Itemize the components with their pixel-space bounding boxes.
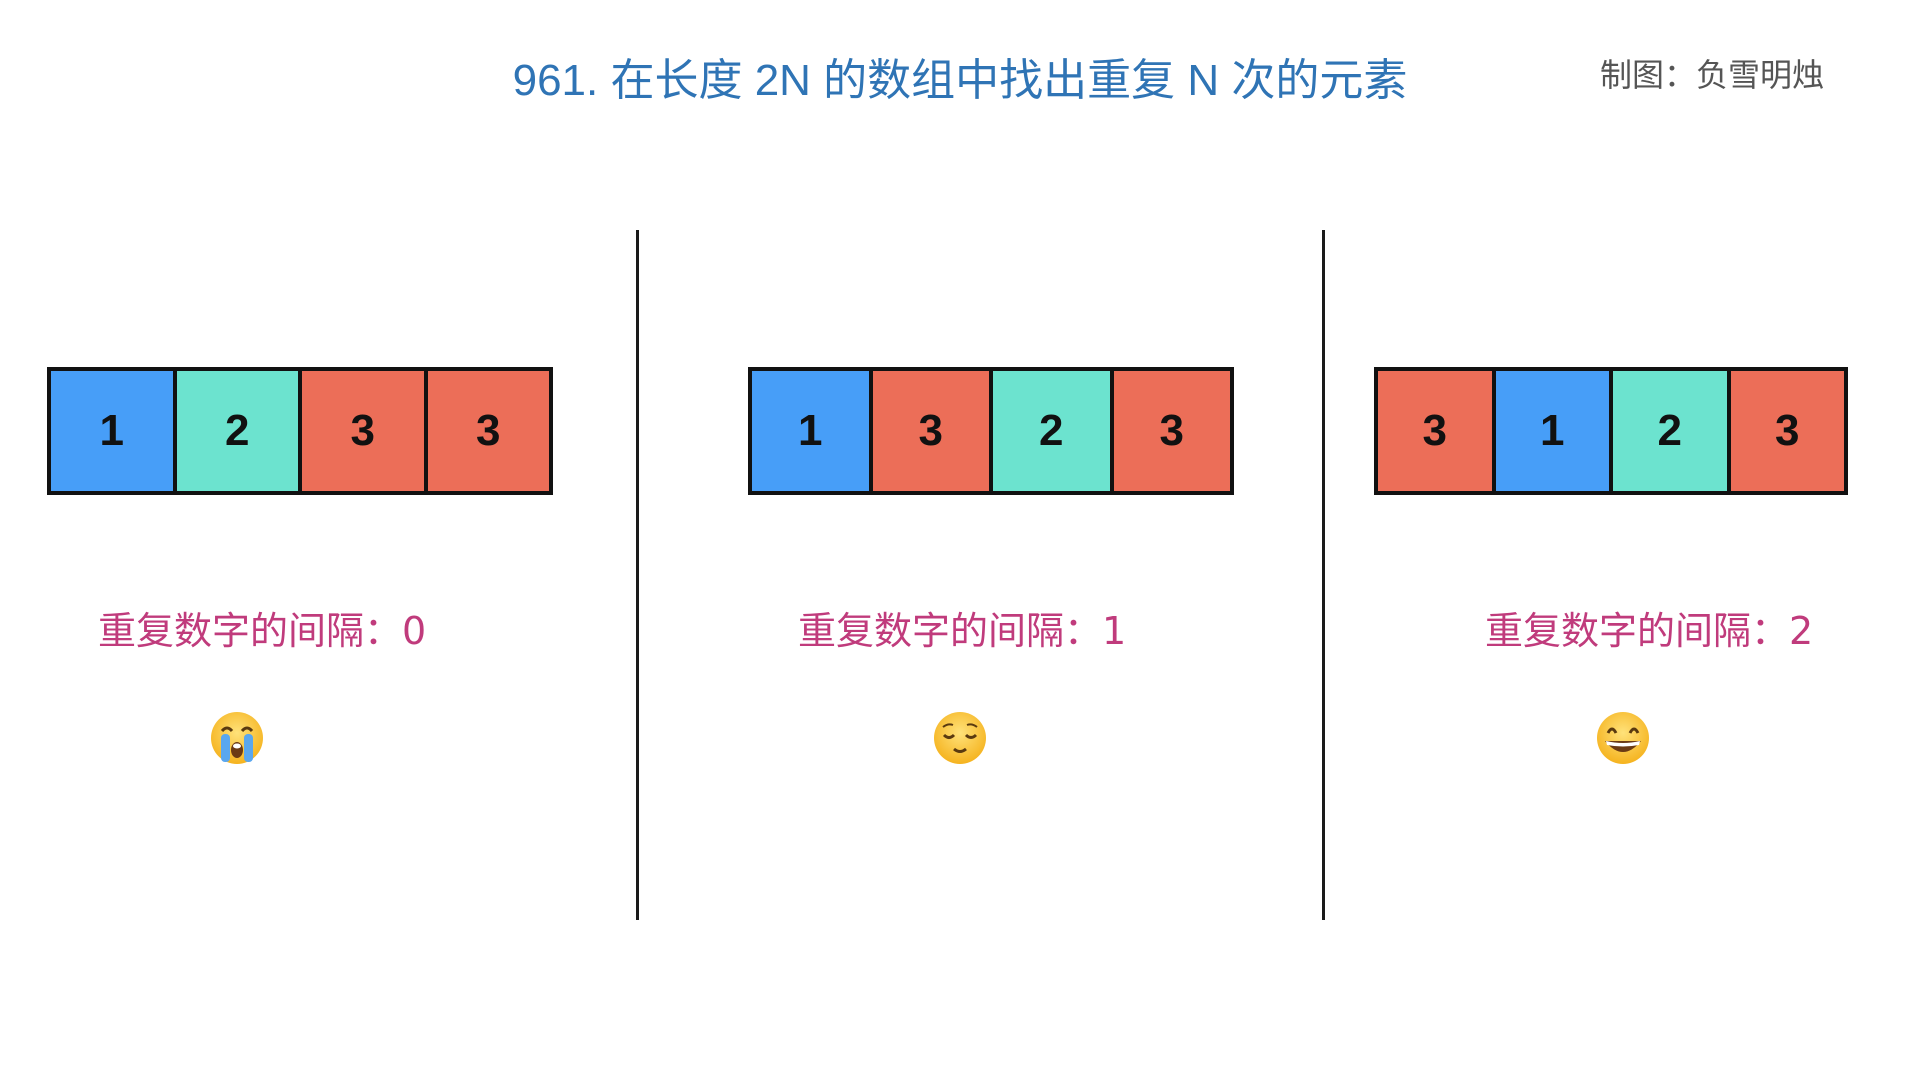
- array-cell: 2: [176, 371, 302, 491]
- gap-label: 重复数字的间隔：1: [798, 609, 1127, 653]
- array-cell: 3: [1730, 371, 1844, 491]
- array-cell: 1: [1495, 371, 1613, 491]
- grinning-face-with-smiling-eyes-icon: [1597, 712, 1649, 764]
- page-title: 961. 在长度 2N 的数组中找出重复 N 次的元素: [0, 44, 1920, 108]
- array-cell: 3: [872, 371, 993, 491]
- relieved-face-icon: [934, 712, 986, 764]
- array-cell: 1: [51, 371, 177, 491]
- array-cell: 3: [427, 371, 549, 491]
- array-panel-1: 1 2 3 3: [47, 367, 553, 495]
- gap-label: 重复数字的间隔：2: [1485, 609, 1814, 653]
- credit: 制图：负雪明烛: [1600, 56, 1825, 94]
- array-cell: 3: [1113, 371, 1230, 491]
- divider: [636, 230, 639, 920]
- divider: [1322, 230, 1325, 920]
- loudly-crying-face-icon: [211, 712, 263, 764]
- array-cell: 2: [1613, 371, 1731, 491]
- array-cell: 3: [1378, 371, 1496, 491]
- array-panel-3: 3 1 2 3: [1374, 367, 1848, 495]
- array-cell: 3: [302, 371, 428, 491]
- array-cell: 2: [993, 371, 1114, 491]
- title-text: 961. 在长度 2N 的数组中找出重复 N 次的元素: [512, 56, 1408, 105]
- array-cell: 1: [752, 371, 873, 491]
- array-panel-2: 1 3 2 3: [748, 367, 1234, 495]
- gap-label: 重复数字的间隔：0: [98, 609, 427, 653]
